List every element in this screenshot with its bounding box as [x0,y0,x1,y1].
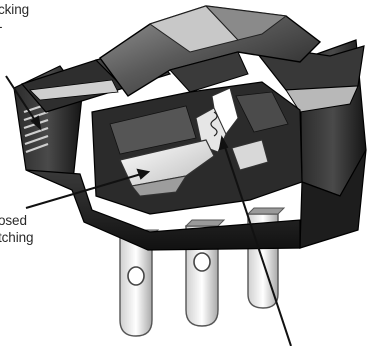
callout-mid-left-line1: osed [0,212,33,229]
callout-mid-left: osed tching [0,212,33,246]
callout-mid-left-line2: tching [0,229,33,246]
callout-top-left: cking - [0,1,29,35]
callout-top-left-line2: - [0,18,29,35]
callout-top-left-line1: cking [0,1,29,18]
